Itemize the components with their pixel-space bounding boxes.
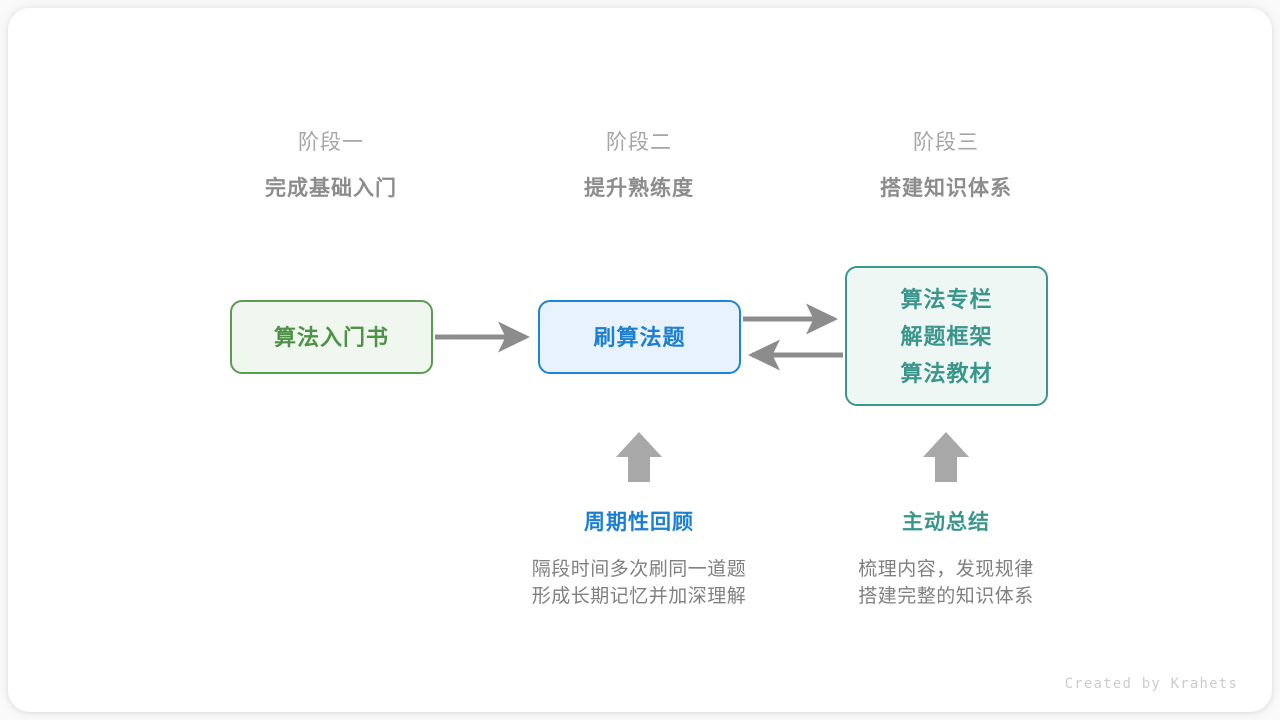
node-learning-resources[interactable]: 算法专栏 解题框架 算法教材 <box>845 266 1048 406</box>
note-body: 隔段时间多次刷同一道题 形成长期记忆并加深理解 <box>479 556 799 610</box>
stage-kicker: 阶段三 <box>913 131 979 154</box>
node-practice-problems[interactable]: 刷算法题 <box>538 300 741 374</box>
stage-title: 搭建知识体系 <box>880 177 1012 200</box>
note-body: 梳理内容，发现规律 搭建完整的知识体系 <box>786 556 1106 610</box>
node-label: 刷算法题 <box>593 324 686 350</box>
node-label-line-1: 算法专栏 <box>900 286 993 312</box>
node-label: 算法入门书 <box>273 324 389 350</box>
note-title: 主动总结 <box>902 511 990 534</box>
note-body-line-2: 搭建完整的知识体系 <box>858 586 1034 607</box>
stage-header-1: 阶段一 完成基础入门 <box>201 128 461 204</box>
note-title: 周期性回顾 <box>584 511 694 534</box>
note-periodic-review: 周期性回顾 隔段时间多次刷同一道题 形成长期记忆并加深理解 <box>479 508 799 610</box>
stage-title: 提升熟练度 <box>584 177 694 200</box>
note-body-line-2: 形成长期记忆并加深理解 <box>531 586 747 607</box>
note-active-summary: 主动总结 梳理内容，发现规律 搭建完整的知识体系 <box>786 508 1106 610</box>
credit-text: Created by Krahets <box>1064 676 1238 692</box>
node-algorithm-intro-book[interactable]: 算法入门书 <box>230 300 433 374</box>
node-label-line-2: 解题框架 <box>900 323 993 349</box>
stage-title: 完成基础入门 <box>265 177 397 200</box>
stage-header-2: 阶段二 提升熟练度 <box>509 128 769 204</box>
node-label-line-3: 算法教材 <box>900 360 993 386</box>
connector-review-up-arrow <box>616 432 662 482</box>
note-body-line-1: 隔段时间多次刷同一道题 <box>531 559 747 580</box>
connector-summary-up-arrow <box>923 432 969 482</box>
stage-kicker: 阶段二 <box>606 131 672 154</box>
stage-kicker: 阶段一 <box>298 131 364 154</box>
stage-header-3: 阶段三 搭建知识体系 <box>816 128 1076 204</box>
note-body-line-1: 梳理内容，发现规律 <box>858 559 1034 580</box>
